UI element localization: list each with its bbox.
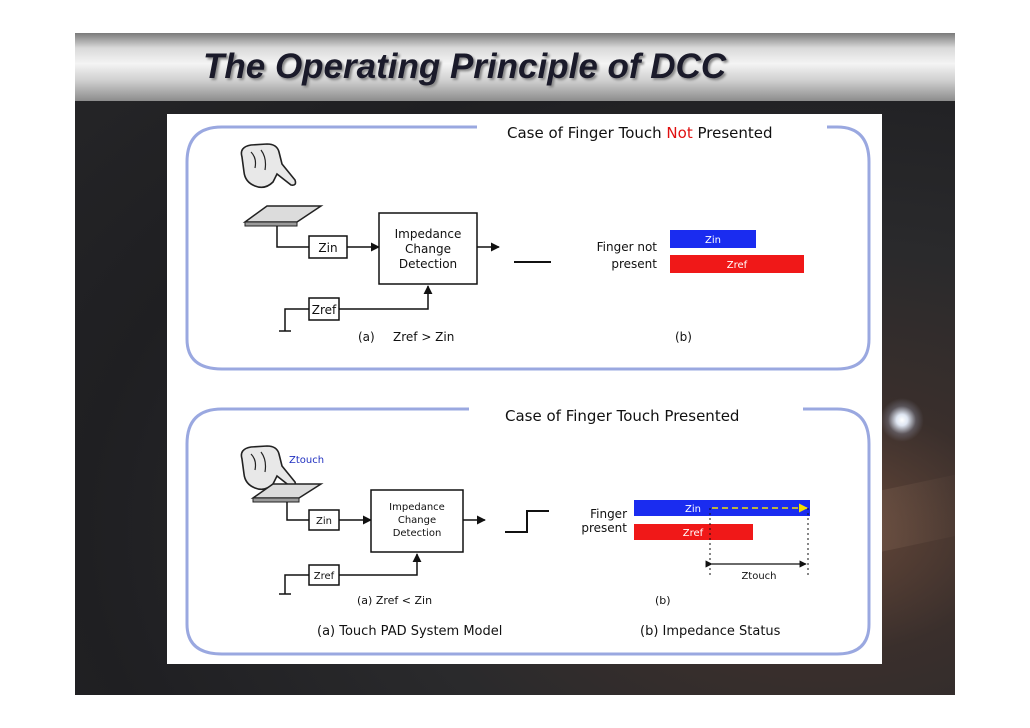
bottom-bar-zref bbox=[634, 524, 753, 540]
bottom-case-panel: Case of Finger Touch Presented Ztouch Zi… bbox=[185, 407, 871, 656]
bottom-detector-box bbox=[370, 489, 464, 553]
top-caption-a-prefix: (a) bbox=[358, 330, 375, 344]
bottom-detector-line3: Detection bbox=[393, 528, 442, 539]
top-heading-suffix: Presented bbox=[693, 124, 773, 142]
finger-icon bbox=[240, 143, 297, 189]
top-heading-prefix: Case of Finger Touch bbox=[507, 124, 666, 142]
top-status-line2: present bbox=[611, 257, 657, 271]
bottom-touch-pad-edge bbox=[252, 497, 300, 503]
top-detector-box bbox=[378, 212, 478, 285]
bottom-bar-zin-label: Zin bbox=[685, 504, 701, 515]
bottom-status-line2: present bbox=[581, 521, 627, 535]
bottom-status-line1: Finger bbox=[590, 507, 627, 521]
top-detector-line2: Change bbox=[405, 242, 451, 256]
top-caption-b: (b) bbox=[675, 330, 692, 344]
top-bar-zref-label: Zref bbox=[727, 260, 748, 271]
bottom-output-step-signal bbox=[505, 510, 549, 533]
top-bar-zref bbox=[670, 255, 804, 273]
bottom-footer-a: (a) Touch PAD System Model bbox=[317, 624, 502, 639]
top-frame bbox=[185, 125, 871, 371]
top-status-line1: Finger not bbox=[597, 240, 658, 254]
top-ground-wire bbox=[284, 308, 309, 331]
dcc-diagram: Case of Finger Touch Not Presented Zin I… bbox=[185, 124, 871, 656]
touch-pad-plate bbox=[242, 205, 324, 223]
top-detector-line3: Detection bbox=[399, 257, 457, 271]
bottom-caption-b: (b) bbox=[655, 594, 671, 607]
bottom-bar-zref-label: Zref bbox=[683, 528, 704, 539]
finger-touch-icon bbox=[240, 445, 297, 491]
top-zref-label: Zref bbox=[312, 303, 337, 317]
slide-title: The Operating Principle of DCC bbox=[203, 47, 727, 86]
top-bar-zin bbox=[670, 230, 756, 248]
bottom-caption-a: (a) Zref < Zin bbox=[357, 594, 432, 607]
top-pad-wire bbox=[276, 226, 309, 248]
diagram-panel: Case of Finger Touch Not Presented Zin I… bbox=[167, 114, 882, 664]
touch-pad-edge bbox=[244, 221, 298, 227]
bottom-ztouch-label: Ztouch bbox=[289, 455, 324, 466]
bottom-detector-line1: Impedance bbox=[389, 502, 445, 513]
title-bar: The Operating Principle of DCC bbox=[75, 33, 955, 101]
top-bar-zin-label: Zin bbox=[705, 235, 721, 246]
bottom-heading: Case of Finger Touch Presented bbox=[505, 407, 739, 425]
bottom-detector-line2: Change bbox=[398, 515, 436, 526]
bottom-frame bbox=[185, 407, 871, 656]
bottom-footer-b: (b) Impedance Status bbox=[640, 624, 781, 639]
top-heading: Case of Finger Touch Not Presented bbox=[507, 124, 773, 142]
ztouch-dim-label: Ztouch bbox=[741, 571, 776, 582]
top-caption-a: Zref > Zin bbox=[393, 330, 454, 344]
top-detector-line1: Impedance bbox=[395, 227, 462, 241]
bottom-pad-wire bbox=[286, 502, 309, 521]
top-heading-highlight: Not bbox=[666, 124, 692, 142]
top-zref-wire bbox=[339, 285, 433, 310]
top-zin-label: Zin bbox=[318, 241, 337, 255]
bottom-zref-wire bbox=[339, 553, 422, 576]
bottom-zref-label: Zref bbox=[314, 571, 335, 582]
bottom-zin-label: Zin bbox=[316, 516, 332, 527]
top-case-panel: Case of Finger Touch Not Presented Zin I… bbox=[185, 124, 871, 371]
bottom-ground-wire bbox=[284, 574, 309, 594]
lens-flare bbox=[880, 398, 924, 442]
